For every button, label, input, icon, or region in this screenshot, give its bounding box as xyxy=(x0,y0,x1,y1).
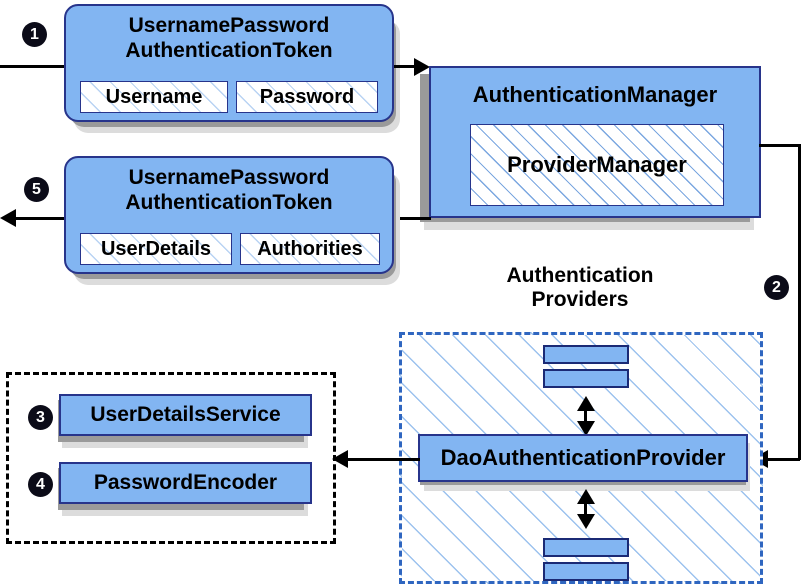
response-token-title: UsernamePassword AuthenticationToken xyxy=(66,166,392,216)
request-to-manager-line xyxy=(394,65,426,68)
provider-to-beans-arrowhead xyxy=(332,450,348,468)
request-token-title-line2: AuthenticationToken xyxy=(125,38,333,62)
request-token-field-password: Password xyxy=(236,81,378,113)
response-token-title-line2: AuthenticationToken xyxy=(125,190,333,214)
providers-caption: Authentication Providers xyxy=(480,264,680,311)
authentication-manager-title: AuthenticationManager xyxy=(472,82,718,107)
response-out-line xyxy=(14,217,72,220)
response-token-card: UsernamePassword AuthenticationToken Use… xyxy=(64,156,394,274)
manager-to-provider-line-vertical xyxy=(798,144,801,460)
dao-authentication-provider-box: DaoAuthenticationProvider xyxy=(418,434,748,482)
providers-caption-line1: Authentication xyxy=(506,264,654,287)
step-badge-2: 2 xyxy=(764,275,789,300)
password-encoder-box: PasswordEncoder xyxy=(59,462,312,504)
request-token-title-line1: UsernamePassword xyxy=(128,14,330,37)
step-badge-1: 1 xyxy=(22,22,47,47)
request-token-field-username: Username xyxy=(80,81,228,113)
response-token-field-userdetails: UserDetails xyxy=(80,233,232,265)
request-token-title: UsernamePassword AuthenticationToken xyxy=(66,14,392,64)
manager-to-provider-line-bottom xyxy=(766,458,800,461)
manager-to-response-line xyxy=(385,217,431,220)
provider-bar-top-1 xyxy=(543,345,629,364)
request-token-card: UsernamePassword AuthenticationToken Use… xyxy=(64,4,394,122)
provider-manager-panel: ProviderManager xyxy=(470,124,724,206)
authentication-manager-box: AuthenticationManager ProviderManager xyxy=(429,66,761,218)
user-details-service-box: UserDetailsService xyxy=(59,394,312,436)
providers-caption-line2: Providers xyxy=(531,287,629,311)
provider-bar-bottom-2 xyxy=(543,562,629,581)
provider-link-top-line xyxy=(584,402,587,428)
provider-bar-bottom-1 xyxy=(543,538,629,557)
provider-bar-top-2 xyxy=(543,369,629,388)
provider-link-top-arrow-down xyxy=(577,421,595,436)
step-badge-3: 3 xyxy=(28,405,53,430)
manager-to-provider-line-top xyxy=(759,144,801,147)
step-badge-4: 4 xyxy=(28,472,53,497)
beans-region xyxy=(6,372,336,544)
response-out-arrowhead xyxy=(0,209,16,227)
response-token-field-authorities: Authorities xyxy=(240,233,380,265)
step-badge-5: 5 xyxy=(24,177,49,202)
response-token-title-line1: UsernamePassword xyxy=(128,166,330,189)
incoming-request-line xyxy=(0,65,74,68)
request-to-manager-arrowhead xyxy=(414,58,430,76)
provider-to-beans-line xyxy=(348,458,420,461)
provider-link-bottom-arrow-down xyxy=(577,514,595,529)
provider-link-bottom-line xyxy=(584,495,587,521)
